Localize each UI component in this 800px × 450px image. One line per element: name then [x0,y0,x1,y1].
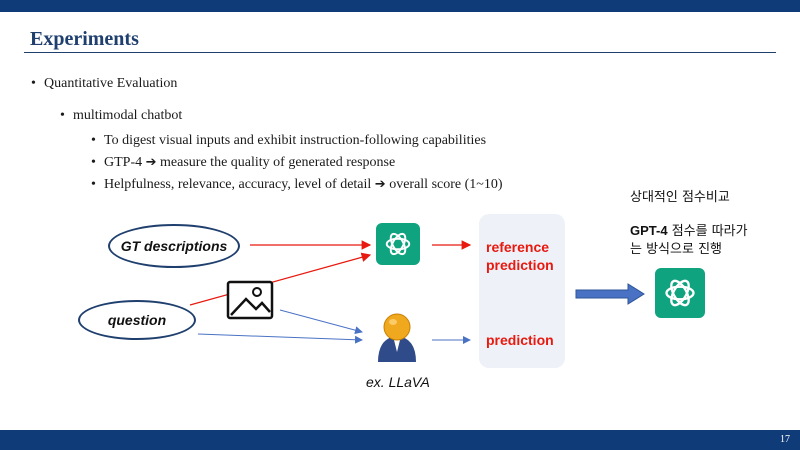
question-to-llava-arrow [197,333,363,344]
reference-prediction-label: reference prediction [486,238,554,274]
korean-note-line3: 는 방식으로 진행 [630,242,722,257]
block-arrow-icon [575,283,645,305]
reference-label-line2: prediction [486,257,554,273]
bottom-footer-bar: 17 [0,430,800,450]
image-icon [226,280,274,320]
bullet-level1: • Quantitative Evaluation [31,76,178,92]
bullet-text: Quantitative Evaluation [44,76,178,91]
bullet-text-after: measure the quality of generated respons… [156,155,396,170]
openai-logo-icon [665,279,695,307]
bullet-level3-item: • To digest visual inputs and exhibit in… [91,133,487,149]
gpt-scorer-tile [655,268,705,318]
reference-panel [479,214,565,368]
slide-title: Experiments [30,28,139,50]
gpt-evaluator-tile [376,223,420,265]
openai-logo-icon [385,232,411,256]
korean-note-line1: 상대적인 점수비교 [630,190,730,205]
bullet-dot: • [60,108,65,123]
bullet-text: Helpfulness, relevance, accuracy, level … [104,177,375,192]
bullet-text-after: overall score (1~10) [385,177,503,192]
bullet-level3-item: • GTP-4 ➔ measure the quality of generat… [91,155,396,171]
bullet-dot: • [91,133,96,148]
right-arrow-icon: ➔ [374,177,386,192]
bullet-level2: • multimodal chatbot [60,108,183,124]
top-accent-bar [0,0,800,12]
image-to-llava-arrow [279,309,363,335]
korean-note-gpt4: GPT-4 [630,223,668,238]
korean-note-block: GPT-4 점수를 따라가 는 방식으로 진행 [630,222,790,259]
llava-caption: ex. LLaVA [366,374,430,390]
bullet-dot: • [91,177,96,192]
page-number: 17 [780,434,790,445]
question-label: question [107,312,167,328]
bullet-level3-item: • Helpfulness, relevance, accuracy, leve… [91,177,503,193]
bullet-dot: • [31,76,36,91]
korean-note-line2: 점수를 따라가 [667,224,748,239]
bullet-dot: • [91,155,96,170]
bullet-text: GTP-4 [104,155,146,170]
bullet-text: To digest visual inputs and exhibit inst… [104,133,487,148]
question-to-gpt-arrow [189,252,372,306]
user-avatar-icon [378,313,416,362]
gt-descriptions-label: GT descriptions [120,238,228,254]
prediction-label: prediction [486,332,554,348]
title-divider [24,52,776,53]
bullet-text: multimodal chatbot [73,108,183,123]
gt-descriptions-node: GT descriptions [108,224,240,268]
reference-label-line1: reference [486,239,550,255]
question-node: question [78,300,196,340]
right-arrow-icon: ➔ [145,155,157,170]
